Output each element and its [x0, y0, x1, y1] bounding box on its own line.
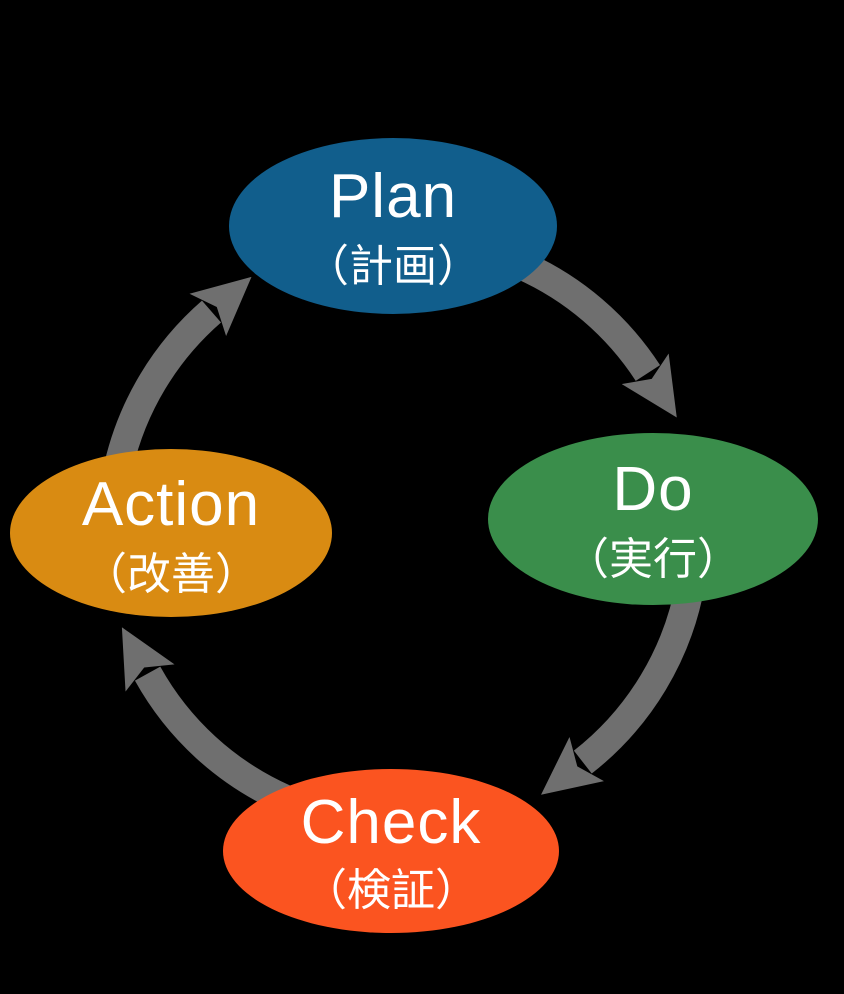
plan-label: Plan	[329, 162, 457, 231]
arrow-do-to-check	[541, 580, 705, 795]
node-check: Check （検証）	[223, 769, 559, 933]
plan-ellipse	[229, 138, 557, 314]
do-sublabel: （実行）	[565, 535, 741, 584]
arrow-action-to-plan	[104, 276, 252, 470]
check-label: Check	[301, 788, 482, 857]
arrow-check-to-action	[121, 627, 291, 812]
action-label: Action	[82, 470, 260, 539]
node-do: Do （実行）	[488, 433, 818, 605]
check-ellipse	[223, 769, 559, 933]
do-ellipse	[488, 433, 818, 605]
do-label: Do	[612, 455, 693, 524]
node-action: Action （改善）	[10, 449, 332, 617]
node-plan: Plan （計画）	[229, 138, 557, 314]
arrow-plan-to-do	[515, 252, 677, 418]
plan-sublabel: （計画）	[305, 242, 481, 291]
action-ellipse	[10, 449, 332, 617]
check-sublabel: （検証）	[303, 866, 479, 915]
action-sublabel: （改善）	[83, 550, 259, 599]
